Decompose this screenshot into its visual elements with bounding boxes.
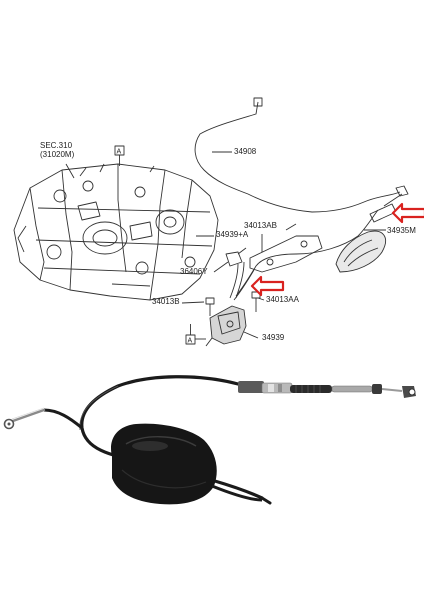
label-36406y: 36406Y xyxy=(180,267,208,276)
bracket-34939a xyxy=(249,235,323,273)
section-ref-line2: (31020M) xyxy=(40,150,75,159)
shift-cable-upper xyxy=(194,101,401,213)
label-34013b: 34013B xyxy=(152,297,180,306)
red-outline-arrow-icon xyxy=(391,202,424,224)
product-photo xyxy=(3,375,416,505)
bolt-34013b xyxy=(205,297,215,316)
view-marker-top: A xyxy=(117,149,122,156)
red-outline-arrow-icon xyxy=(250,275,285,297)
label-34013aa: 34013AA xyxy=(266,295,300,304)
exploded-parts-drawing xyxy=(13,97,409,347)
transmission-housing xyxy=(13,163,219,301)
view-marker-bottom: A xyxy=(188,338,193,345)
bolt-34013aa xyxy=(251,291,261,312)
label-34935m: 34935M xyxy=(387,226,416,235)
lever-bracket-34939 xyxy=(209,305,247,345)
cable-boot xyxy=(335,230,386,273)
cable-left-end xyxy=(43,408,83,430)
clip-36406y xyxy=(225,251,243,267)
label-34908: 34908 xyxy=(234,147,257,156)
section-ref-line1: SEC.310 xyxy=(40,141,73,150)
label-34013ab: 34013AB xyxy=(244,221,277,230)
cable-right-terminal xyxy=(238,381,416,398)
rubber-boot xyxy=(111,423,217,505)
label-34939a: 34939+A xyxy=(216,230,249,239)
label-34939: 34939 xyxy=(262,333,285,342)
